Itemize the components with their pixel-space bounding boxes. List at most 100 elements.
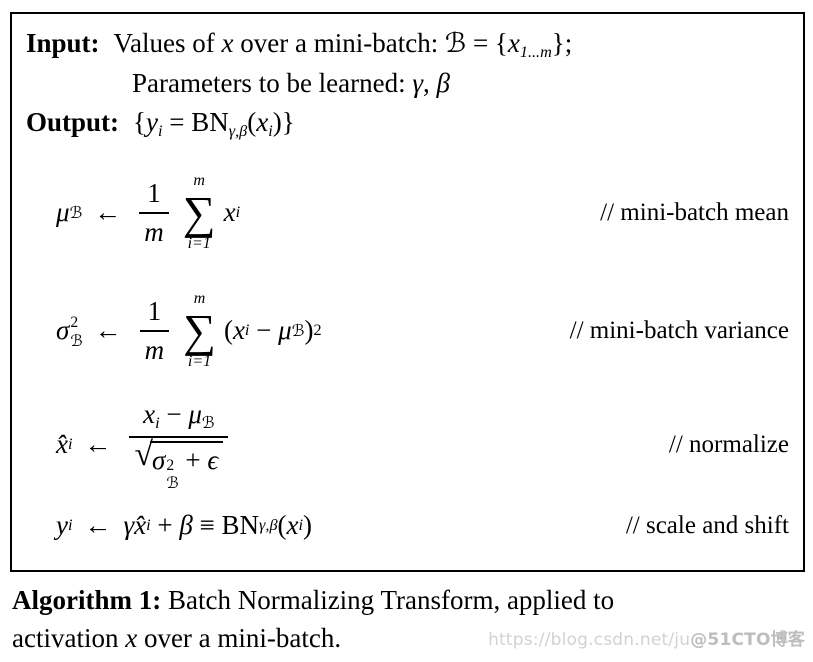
caption-line-2: activation x over a mini-batch. xyxy=(12,620,804,658)
subscript-1-to-m: 1...m xyxy=(519,43,552,62)
script-b-subscript: ℬ xyxy=(166,473,179,493)
summation: m∑i=1 xyxy=(183,172,216,252)
caption-label: Algorithm 1: xyxy=(12,585,162,615)
fraction-numerator: 1 xyxy=(147,177,161,208)
subscript-i: i xyxy=(67,516,73,535)
radical-icon: √ xyxy=(134,435,154,473)
sigma-symbol: σ xyxy=(152,444,166,475)
mu-symbol: μ xyxy=(188,398,202,429)
input-text-1: Values of xyxy=(113,28,222,58)
superscript-2: 2 xyxy=(166,456,175,474)
gamma-symbol: γ xyxy=(123,510,135,541)
sum-upper-limit: m xyxy=(193,172,205,190)
script-b-subscript: ℬ xyxy=(201,412,215,432)
fraction-numerator: xi − μℬ xyxy=(129,399,228,436)
math-y: y xyxy=(146,106,158,137)
math-x: x xyxy=(256,106,269,137)
subscript-i: i xyxy=(268,121,273,140)
sum-lower-limit: i=1 xyxy=(187,352,212,370)
equiv-operator: ≡ xyxy=(192,510,222,541)
gamma-symbol: γ xyxy=(412,68,424,99)
bn-subscript: γ,β xyxy=(259,516,278,535)
watermark: https://blog.csdn.net/ju@51CTO博客 xyxy=(488,625,805,650)
paren-open: ( xyxy=(223,315,233,346)
comment-variance: // mini-batch variance xyxy=(569,316,789,344)
subscript-i: i xyxy=(298,516,304,535)
math-x: x xyxy=(223,197,236,228)
mu-symbol: μ xyxy=(56,197,70,228)
left-arrow-icon: ← xyxy=(84,429,112,460)
output-line: Output:{yi = BNγ,β(xi)} xyxy=(26,103,789,143)
superscript-2: 2 xyxy=(70,314,79,332)
sum-lower-limit: i=1 xyxy=(187,234,211,252)
paren-close: )} xyxy=(272,106,295,137)
left-arrow-icon: ← xyxy=(84,510,112,541)
fraction-denominator: m xyxy=(139,329,170,366)
beta-symbol: β xyxy=(436,68,450,99)
math-x: x xyxy=(143,398,156,429)
minus-operator: − xyxy=(249,315,279,346)
math-x: x xyxy=(232,315,245,346)
equals: = xyxy=(162,106,192,137)
sum-upper-limit: m xyxy=(193,290,206,308)
sum-icon: ∑ xyxy=(182,186,216,238)
superscript-2: 2 xyxy=(313,321,322,340)
input-text-4: }; xyxy=(551,28,573,58)
subscript-i: i xyxy=(155,413,160,432)
minus-operator: − xyxy=(159,398,189,429)
left-arrow-icon: ← xyxy=(94,197,122,228)
x-hat-symbol: x̂ xyxy=(134,510,147,541)
subscript-i: i xyxy=(157,121,163,140)
params-text: Parameters to be learned: xyxy=(132,68,413,99)
left-arrow-icon: ← xyxy=(94,315,122,346)
bn-subscript: γ,β xyxy=(228,121,248,140)
comment-scale-shift: // scale and shift xyxy=(625,511,789,539)
math-x: x xyxy=(507,28,520,58)
plus-operator: + xyxy=(178,444,208,475)
script-b-subscript: ℬ xyxy=(69,203,83,223)
script-b-symbol: ℬ xyxy=(444,28,467,59)
input-text-2: over a mini-batch: xyxy=(233,28,445,58)
algorithm-caption: Algorithm 1: Batch Normalizing Transform… xyxy=(12,582,804,658)
subscript-i: i xyxy=(235,203,241,222)
bn-operator: BN xyxy=(191,106,229,137)
algorithm-box: Input:Values of x over a mini-batch: ℬ =… xyxy=(10,12,805,572)
script-b-subscript: ℬ xyxy=(70,330,83,350)
math-y: y xyxy=(56,510,68,541)
bn-operator: BN xyxy=(221,510,260,541)
fraction-numerator: 1 xyxy=(147,295,162,326)
caption-text-2: activation xyxy=(12,622,126,653)
subscript-i: i xyxy=(67,435,73,454)
plus-operator: + xyxy=(150,510,180,541)
subscript-i: i xyxy=(244,321,250,340)
brace-open: { xyxy=(133,106,146,137)
script-b-subscript: ℬ xyxy=(291,321,305,341)
comment-normalize: // normalize xyxy=(668,430,789,458)
math-x: x xyxy=(125,622,138,653)
mu-symbol: μ xyxy=(278,315,292,346)
watermark-badge: @51CTO博客 xyxy=(690,630,805,650)
paren-close: ) xyxy=(303,510,313,541)
summation: m∑i=1 xyxy=(183,290,216,370)
comment-mean: // mini-batch mean xyxy=(600,198,789,226)
output-label: Output: xyxy=(26,106,120,137)
watermark-url: https://blog.csdn.net/ju xyxy=(488,630,691,650)
paren-close: ) xyxy=(304,315,314,346)
subscript-i: i xyxy=(146,516,151,535)
paren-open: ( xyxy=(277,510,287,541)
comma: , xyxy=(423,68,437,99)
epsilon-symbol: ϵ xyxy=(207,444,219,475)
